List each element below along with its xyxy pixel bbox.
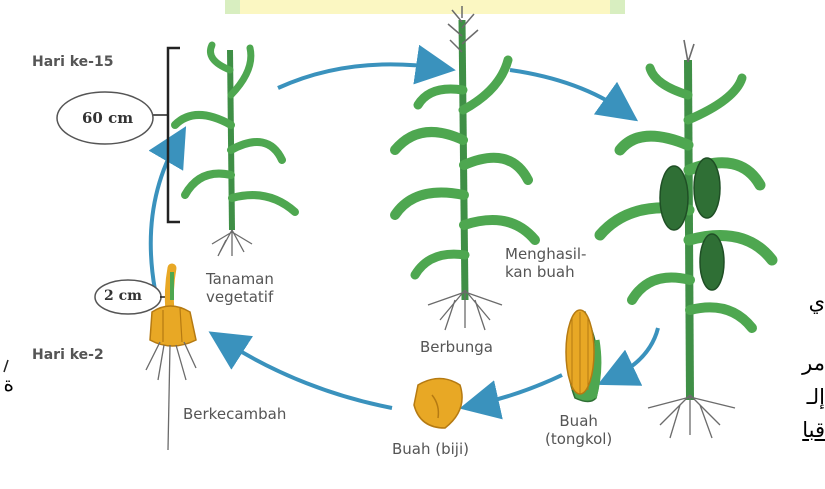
fruiting-plant <box>600 40 772 438</box>
arabic-fragment-3: إلـ <box>793 385 825 409</box>
arabic-fragment-4: قبا <box>793 418 825 442</box>
label-flowering: Berbunga <box>420 338 493 356</box>
label-germination: Berkecambah <box>183 405 286 423</box>
arrow-cob-to-seed <box>475 375 562 405</box>
flowering-plant <box>395 6 535 330</box>
arabic-fragment-left: ة <box>0 372 14 396</box>
arabic-fragment-2: مر <box>793 351 825 375</box>
label-cob: Buah (tongkol) <box>545 412 612 448</box>
arrow-flowering-to-fruiting <box>510 70 625 112</box>
corn-kernel <box>414 379 462 429</box>
label-height-2cm: 2 cm <box>104 288 142 304</box>
arrow-fruiting-to-cob <box>612 328 658 378</box>
arabic-fragment-1: ي <box>803 290 825 314</box>
height-bracket <box>168 48 180 222</box>
label-vegetative: Tanaman vegetatif <box>206 270 274 306</box>
arrow-vegetative-to-flowering <box>278 64 440 88</box>
label-fruiting: Menghasil- kan buah <box>505 245 586 281</box>
corn-cob <box>566 310 599 402</box>
label-seed: Buah (biji) <box>392 440 469 458</box>
label-day-15: Hari ke-15 <box>32 53 113 71</box>
label-day-2: Hari ke-2 <box>32 346 104 364</box>
label-height-60cm: 60 cm <box>82 109 133 127</box>
top-banner-strip <box>225 0 625 14</box>
vegetative-plant <box>175 45 295 256</box>
arrow-seed-to-germination <box>222 340 392 408</box>
